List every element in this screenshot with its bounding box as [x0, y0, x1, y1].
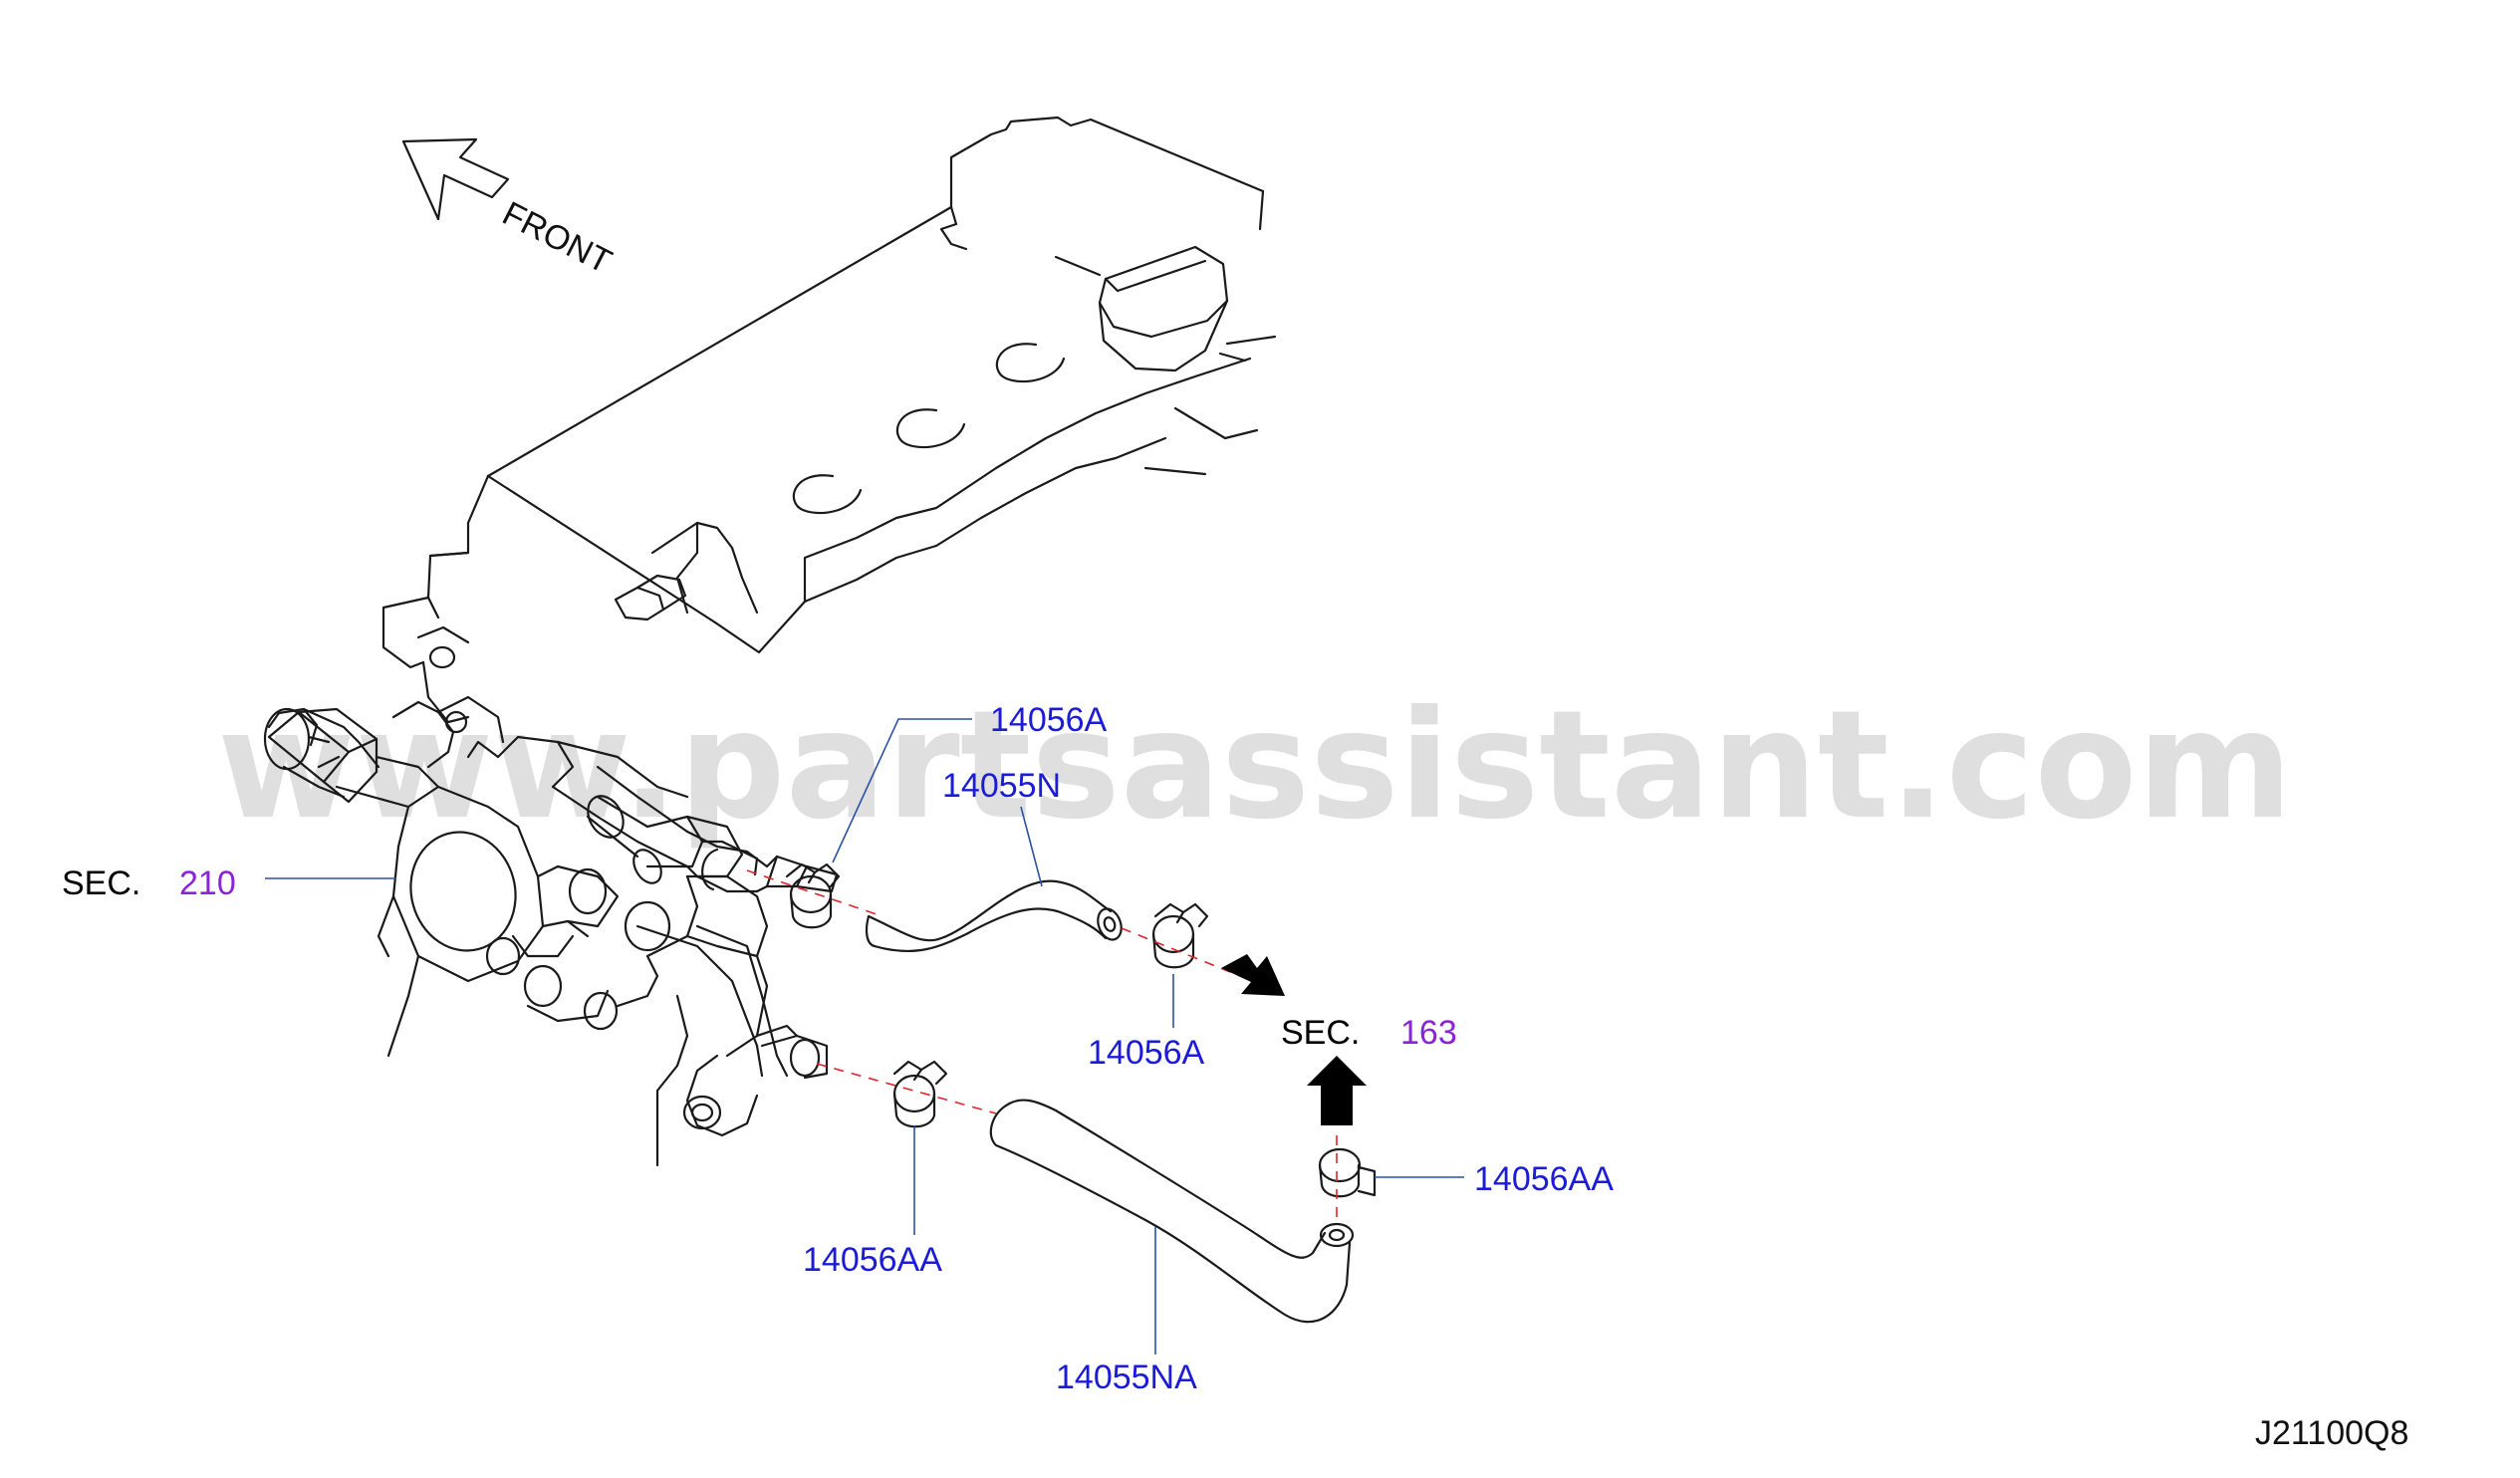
- clamp-lower-right-icon: [1318, 1147, 1377, 1198]
- diagram-code: J21100Q8: [2255, 1414, 2408, 1452]
- part-label-14056a-lower[interactable]: 14056A: [1088, 1034, 1205, 1072]
- part-label-14056a-upper[interactable]: 14056A: [990, 701, 1108, 739]
- arrow-up-icon: [1307, 1056, 1367, 1125]
- clamp-upper-right-icon: [1151, 902, 1209, 969]
- front-label: FRONT: [496, 194, 618, 281]
- water-outlet-drawing: [263, 625, 839, 1167]
- connection-line-upper-left: [746, 869, 878, 915]
- lower-hose-drawing: [989, 1099, 1355, 1324]
- part-label-14055n[interactable]: 14055N: [942, 767, 1061, 805]
- connection-line-lower-left: [816, 1063, 997, 1114]
- clamp-lower-left-icon: [892, 1060, 948, 1128]
- upper-hose-drawing: [865, 879, 1123, 953]
- section-prefix-163: SEC.: [1281, 1014, 1360, 1052]
- part-label-14055na[interactable]: 14055NA: [1056, 1358, 1197, 1396]
- front-arrow-icon: [401, 137, 510, 221]
- arrow-right-icon: [1221, 954, 1285, 996]
- section-number-163[interactable]: 163: [1400, 1014, 1457, 1052]
- clamp-upper-left-icon: [785, 862, 841, 929]
- section-number-210[interactable]: 210: [179, 864, 236, 902]
- section-prefix-210: SEC.: [62, 864, 140, 902]
- watermark-text: www.partsassistant.com: [217, 679, 2293, 853]
- leader-14056a-upper: [832, 718, 972, 863]
- part-label-14056aa-left[interactable]: 14056AA: [803, 1241, 942, 1279]
- engine-cover-drawing: [381, 116, 1277, 724]
- connection-line-upper-right: [1121, 927, 1241, 977]
- part-label-14056aa-right[interactable]: 14056AA: [1474, 1160, 1614, 1198]
- leader-14055n: [1020, 806, 1043, 887]
